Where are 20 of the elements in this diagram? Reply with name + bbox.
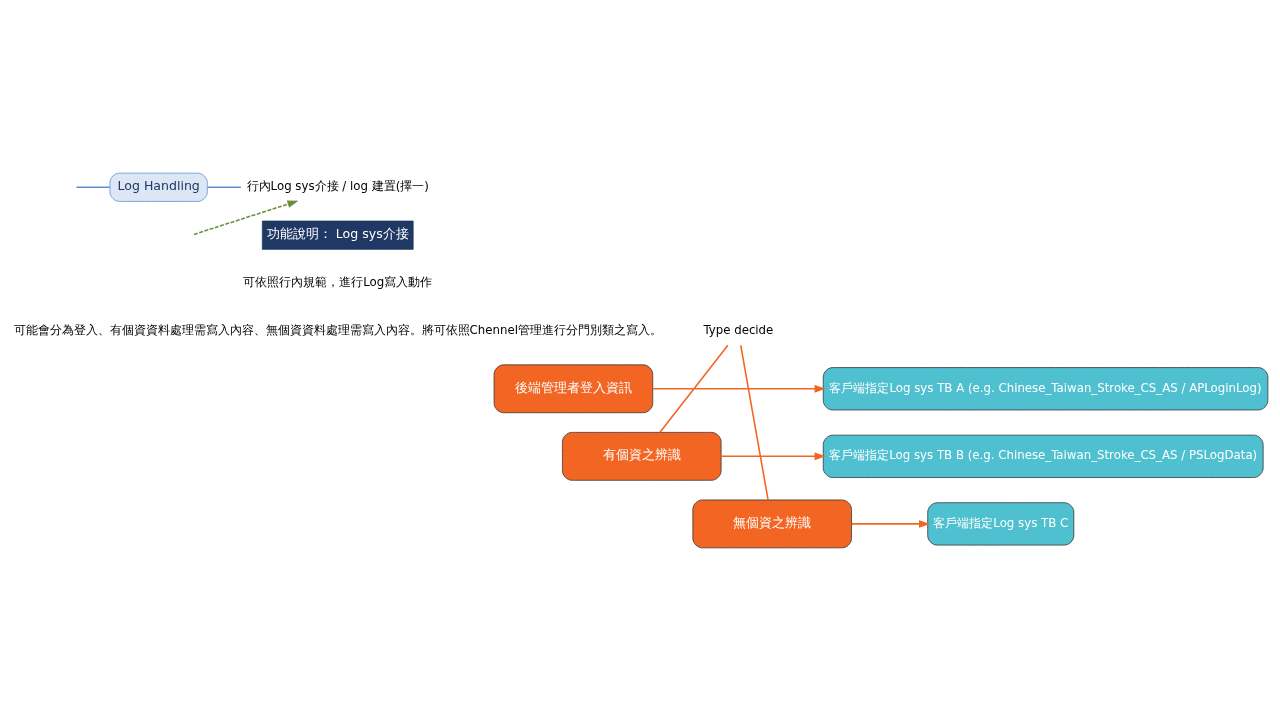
node-box: 功能說明： Log sys介接 <box>261 220 414 250</box>
node-box: 有個資之辨識 <box>562 431 722 481</box>
node-text: Type decide <box>703 322 774 337</box>
node-box: Log Handling <box>109 172 208 202</box>
arrow <box>652 384 826 393</box>
connector <box>75 186 111 188</box>
node-text: 行內Log sys介接 / log 建置(擇一) <box>246 178 429 193</box>
node-box: 客戶端指定Log sys TB A (e.g. Chinese_Taiwan_Stroke_CS_AS / APLoginLog) <box>822 366 1269 410</box>
arrow <box>193 199 299 235</box>
node-box: 客戶端指定Log sys TB B (e.g. Chinese_Taiwan_Stroke_CS_AS / PSLogData) <box>822 434 1264 478</box>
label: 可依照行內規範，進行Log寫入動作 <box>243 274 433 289</box>
node-box: 無個資之辨識 <box>692 499 852 548</box>
node-box: 客戶端指定Log sys TB C <box>927 501 1075 545</box>
connector <box>206 186 242 188</box>
connector <box>739 344 769 501</box>
arrow <box>850 519 931 528</box>
arrow <box>720 452 826 460</box>
node-box: 後端管理者登入資訊 <box>493 363 654 413</box>
label: 可能會分為登入、有個資資料處理需寫入內容、無個資資料處理需寫入內容。將可依照Chennel管理進行分門別類之寫入。 <box>13 322 662 337</box>
connector <box>659 344 729 433</box>
